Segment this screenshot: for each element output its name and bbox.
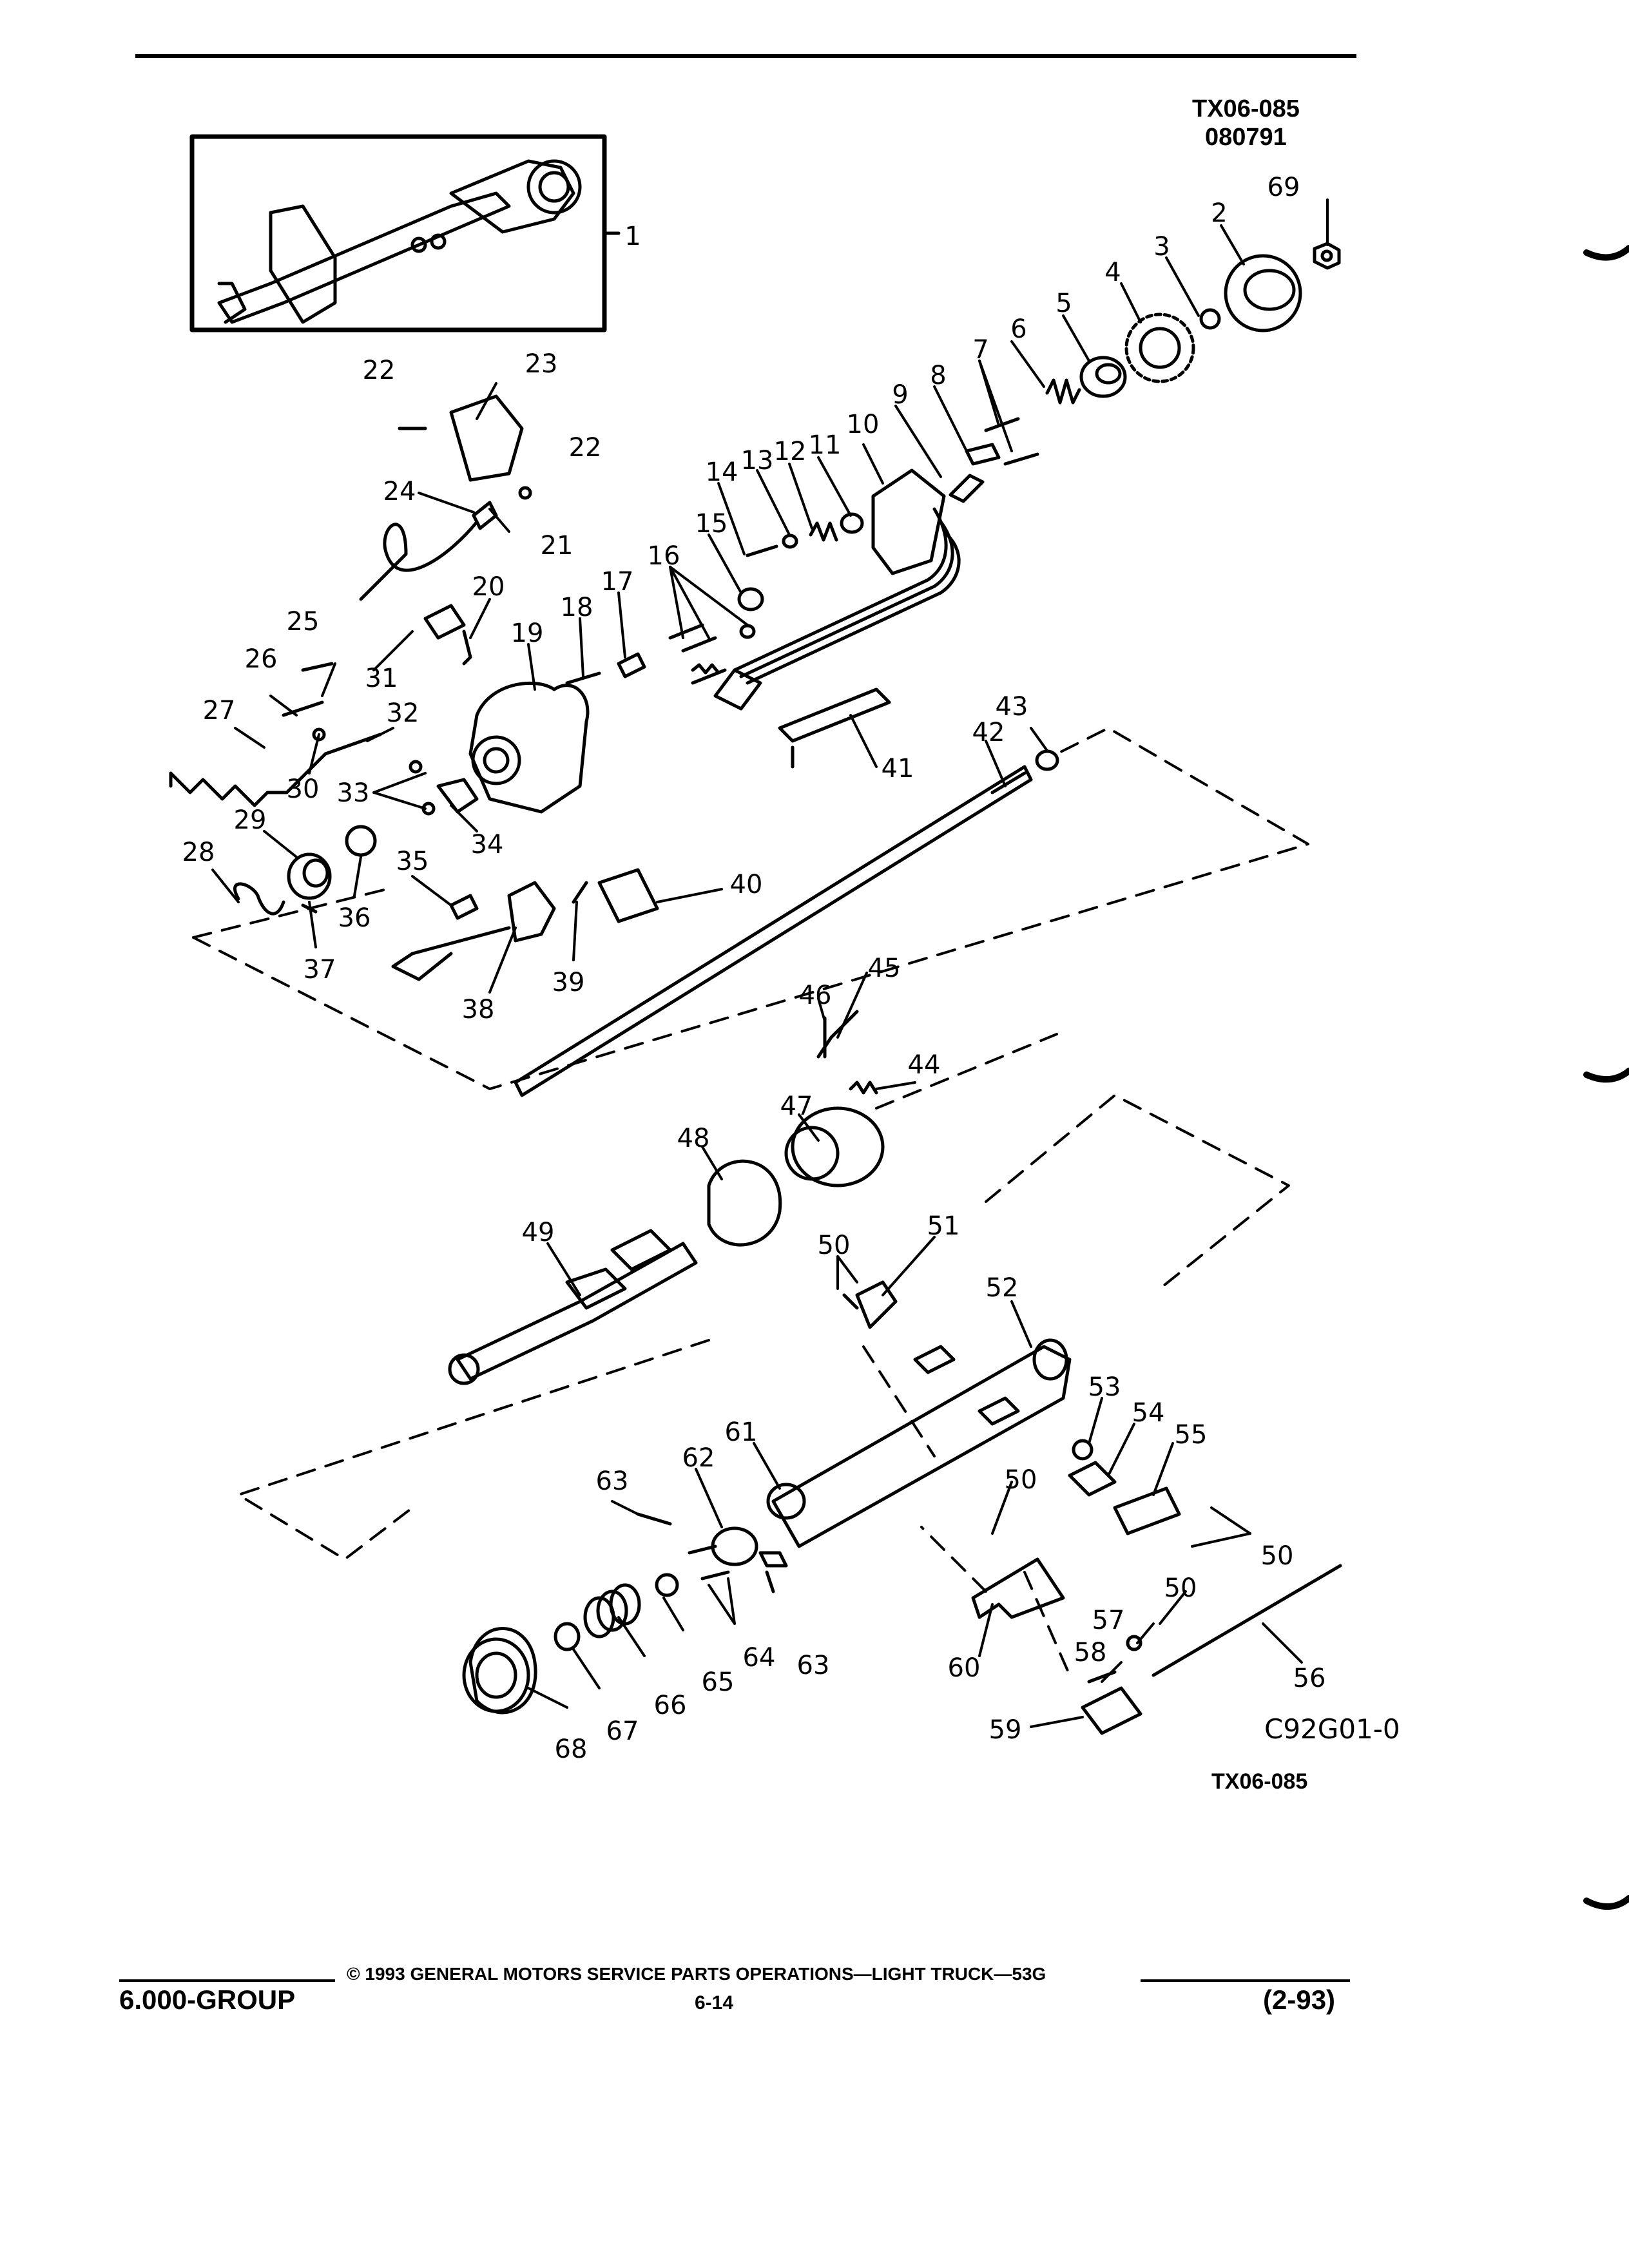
callout-55: 55 <box>1175 1420 1208 1450</box>
callout-65: 65 <box>702 1667 735 1697</box>
callout-8: 8 <box>930 361 946 390</box>
footer-page: 6-14 <box>695 1992 734 2013</box>
callout-33: 33 <box>337 778 370 808</box>
top-rule <box>135 54 1356 58</box>
callout-50b: 50 <box>1005 1465 1037 1495</box>
callout-66: 66 <box>654 1691 687 1720</box>
callout-16: 16 <box>648 541 680 571</box>
caption-code: TX06-085 <box>1211 1769 1307 1794</box>
part-shapes-lower <box>462 1280 1342 1735</box>
drawing-code: C92G01-0 <box>1264 1713 1400 1745</box>
inset-assembly-box <box>189 134 621 332</box>
footer-rule-right <box>1141 1979 1350 1982</box>
callout-7: 7 <box>972 335 988 365</box>
callout-39: 39 <box>552 968 585 997</box>
binding-marks <box>1583 245 1629 1910</box>
callout-43: 43 <box>996 692 1028 722</box>
callout-24: 24 <box>383 477 416 506</box>
callout-60: 60 <box>948 1653 981 1683</box>
callout-28: 28 <box>182 838 215 867</box>
inset-label: 1 <box>624 222 641 251</box>
doc-date: 080791 <box>1205 124 1287 151</box>
footer-group: 6.000-GROUP <box>119 1984 296 2015</box>
callout-46: 46 <box>799 981 832 1010</box>
callout-17: 17 <box>601 567 634 597</box>
callout-38: 38 <box>462 995 495 1024</box>
callout-31: 31 <box>365 664 398 693</box>
callout-29: 29 <box>234 805 267 835</box>
part-shapes-middle <box>448 1010 885 1385</box>
callout-3: 3 <box>1153 232 1170 262</box>
callout-2: 2 <box>1211 198 1227 228</box>
callout-44: 44 <box>908 1050 941 1080</box>
callout-36: 36 <box>338 903 371 933</box>
callout-62: 62 <box>682 1443 715 1473</box>
callout-5: 5 <box>1055 289 1072 318</box>
callout-59: 59 <box>989 1715 1022 1745</box>
callout-57: 57 <box>1092 1606 1125 1635</box>
callout-40: 40 <box>730 870 763 899</box>
callout-21: 21 <box>541 531 574 561</box>
callout-67: 67 <box>606 1716 639 1746</box>
callout-41: 41 <box>882 754 914 783</box>
callout-30: 30 <box>287 774 320 804</box>
callout-37: 37 <box>304 955 336 985</box>
callout-25: 25 <box>287 607 320 637</box>
callout-15: 15 <box>695 509 728 539</box>
doc-code: TX06-085 <box>1192 95 1300 122</box>
callout-18: 18 <box>561 593 593 622</box>
callout-32: 32 <box>387 698 419 728</box>
callout-14: 14 <box>706 457 738 487</box>
callout-53: 53 <box>1088 1372 1121 1402</box>
callout-69: 69 <box>1268 173 1300 202</box>
callout-35: 35 <box>396 847 429 876</box>
dashed-outline-lower <box>862 1345 1071 1677</box>
footer-revision: (2-93) <box>1263 1984 1336 2015</box>
part-shapes-upper <box>713 242 1341 711</box>
callout-12: 12 <box>774 437 807 466</box>
dashed-outline-upper <box>192 727 1309 1090</box>
callout-23: 23 <box>525 349 558 379</box>
shaft-42 <box>514 765 1033 1097</box>
callout-6: 6 <box>1010 314 1027 344</box>
leader-lines <box>211 198 1329 1728</box>
callout-11: 11 <box>809 430 842 460</box>
callout-labels: 1 2 3 4 5 6 7 8 9 10 11 12 13 14 15 16 1… <box>182 173 1326 1764</box>
callout-27: 27 <box>203 696 236 726</box>
callout-54: 54 <box>1132 1398 1165 1428</box>
callout-20: 20 <box>472 572 505 602</box>
callout-19: 19 <box>511 619 544 648</box>
callout-45: 45 <box>868 954 901 983</box>
callout-50a: 50 <box>818 1231 851 1260</box>
callout-51: 51 <box>927 1211 960 1241</box>
callout-47: 47 <box>780 1091 813 1121</box>
callout-56: 56 <box>1293 1664 1326 1693</box>
dashed-outline-middle <box>237 1033 1290 1561</box>
callout-26: 26 <box>245 644 278 674</box>
callout-50d: 50 <box>1164 1573 1197 1603</box>
callout-58: 58 <box>1074 1638 1107 1667</box>
part-shapes-left <box>169 394 1059 981</box>
callout-10: 10 <box>847 410 880 439</box>
callout-50c: 50 <box>1261 1541 1294 1571</box>
callout-48: 48 <box>677 1124 710 1153</box>
footer-copyright: © 1993 GENERAL MOTORS SERVICE PARTS OPER… <box>347 1964 1046 1984</box>
callout-4: 4 <box>1104 258 1121 287</box>
callout-9: 9 <box>892 380 908 410</box>
callout-22a: 22 <box>363 356 396 385</box>
callout-61: 61 <box>725 1418 758 1447</box>
callout-42: 42 <box>972 718 1005 747</box>
callout-49: 49 <box>522 1218 555 1247</box>
callout-63b: 63 <box>797 1651 830 1680</box>
footer-rule-left <box>119 1979 335 1982</box>
callout-34: 34 <box>471 830 504 860</box>
callout-22b: 22 <box>569 433 602 463</box>
callout-68: 68 <box>555 1735 588 1764</box>
callout-52: 52 <box>986 1273 1019 1303</box>
callout-64: 64 <box>743 1643 776 1673</box>
callout-13: 13 <box>741 446 774 476</box>
callout-63a: 63 <box>596 1466 629 1496</box>
